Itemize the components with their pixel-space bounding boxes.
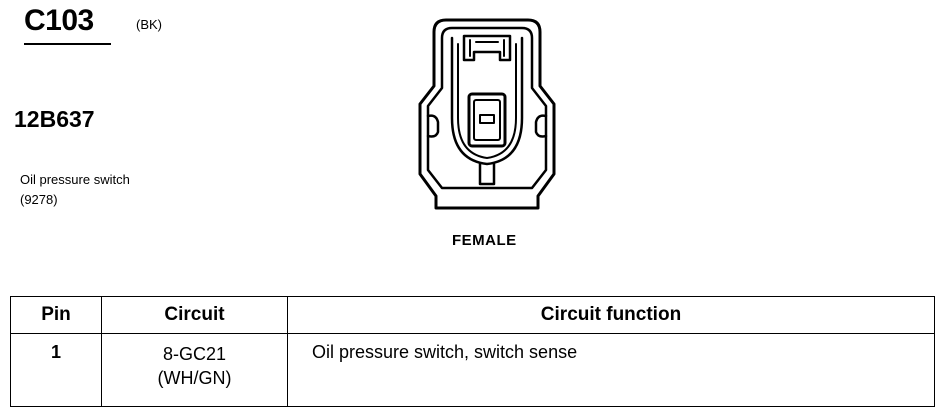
pin-1-terminal: [479, 114, 495, 124]
component-name: Oil pressure switch: [20, 172, 130, 187]
component-base-part: (9278): [20, 192, 58, 207]
header-circuit: Circuit: [101, 296, 288, 334]
pin-cavity-outer: [467, 92, 507, 148]
side-latch-left: [426, 114, 440, 138]
pin-table: Pin Circuit Circuit function 1 8-GC21 (W…: [10, 296, 935, 407]
pin-table-header-row: Pin Circuit Circuit function: [10, 296, 935, 334]
connector-color: (BK): [136, 17, 162, 32]
component-description: Oil pressure switch (9278): [20, 170, 130, 210]
side-latch-right: [534, 114, 548, 138]
table-row: 1 8-GC21 (WH/GN) Oil pressure switch, sw…: [10, 333, 935, 407]
circuit-cell: 8-GC21 (WH/GN): [101, 333, 288, 407]
connector-id-underline: [24, 43, 111, 45]
header-pin: Pin: [10, 296, 102, 334]
connector-face-icon: [418, 18, 556, 210]
pin-cavity-inner: [473, 99, 501, 141]
connector-id: C103: [24, 4, 94, 37]
connector-gender-label: FEMALE: [452, 232, 517, 249]
pin-number-cell: 1: [10, 333, 102, 407]
bottom-key: [478, 162, 496, 186]
housing-inner-wall-2: [457, 43, 517, 159]
housing-inner-outline: [426, 26, 548, 190]
housing-outer-outline: [418, 18, 556, 210]
circuit-code: 8-GC21: [162, 344, 227, 364]
header-circuit-function: Circuit function: [287, 296, 935, 334]
locking-tab: [462, 34, 512, 62]
housing-inner-wall: [450, 36, 524, 166]
circuit-function-cell: Oil pressure switch, switch sense: [287, 333, 935, 407]
locking-tab-inner: [469, 39, 505, 57]
part-number: 12B637: [14, 106, 95, 132]
circuit-wire-color: (WH/GN): [157, 368, 232, 388]
